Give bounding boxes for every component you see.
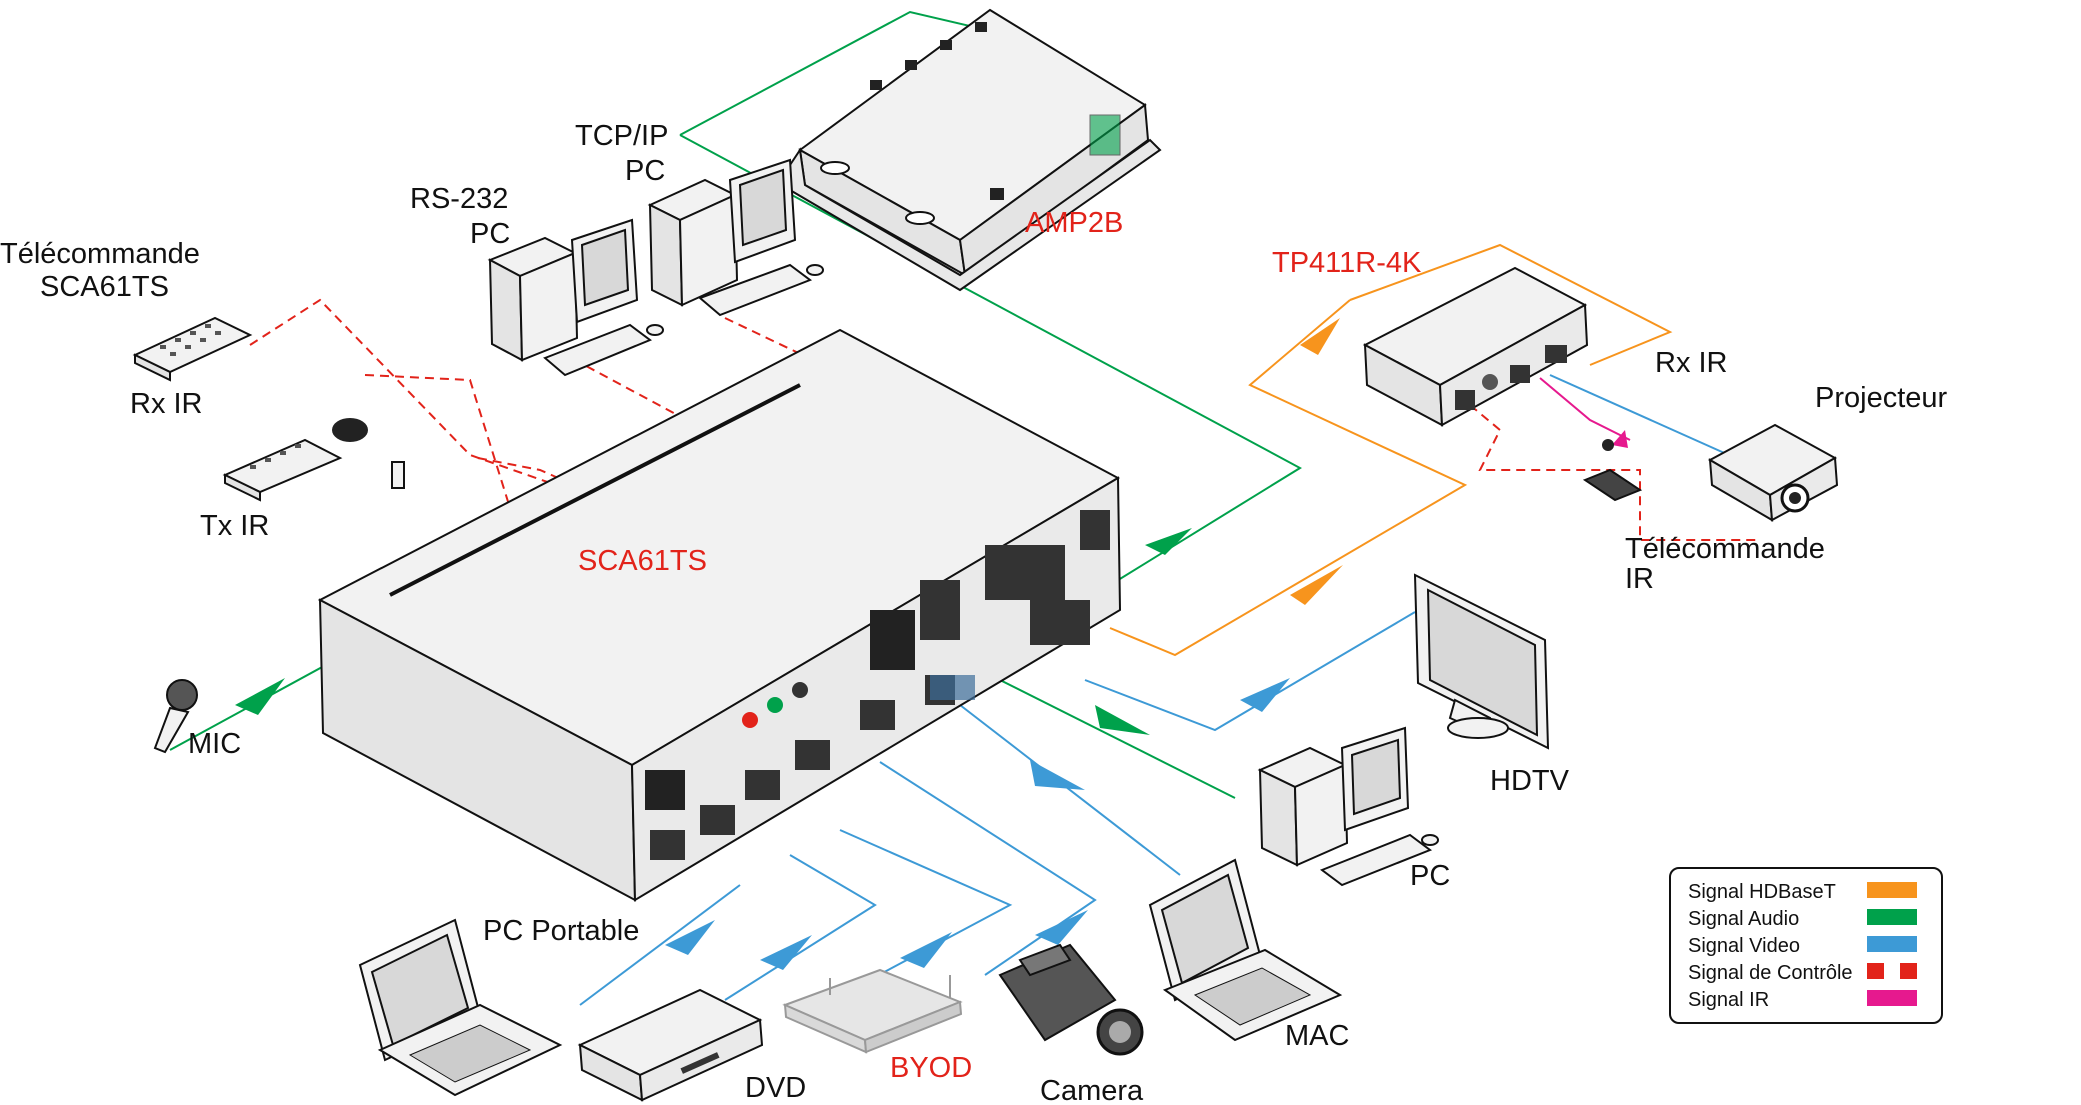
sca61ts-label: SCA61TS [578,545,707,577]
amp2b-device [789,8,1162,292]
hdtv-label: HDTV [1490,765,1570,797]
legend-item-ir: Signal IR [1688,989,1917,1011]
dvd-label: DVD [745,1072,806,1104]
legend-swatch-ir [1867,990,1917,1006]
tcpip-label-line1: TCP/IP [575,120,668,152]
video-arrow-byod [900,932,952,968]
mac-laptop [1148,858,1343,1042]
camera-label: Camera [1040,1075,1144,1105]
hdbaset-cable [1109,299,1468,657]
pc-label: PC [1410,860,1450,892]
byod-label: BYOD [890,1052,972,1084]
audio-arrow-mic [235,678,285,715]
video-cable-projector [1549,374,1741,461]
video-arrow-camera [1035,910,1088,945]
hdbaset-cables [1109,243,1673,657]
tp411r-label: TP411R-4K [1272,247,1422,279]
pc-right [1257,726,1439,887]
hdbaset-loop [1349,243,1673,366]
legend-label-video: Signal Video [1688,935,1800,957]
video-arrow-hdtv [1240,678,1290,712]
video-cable-camera [879,761,1097,976]
legend-item-control: Signal de Contrôle [1688,962,1917,984]
rs232-label-line1: RS-232 [410,183,508,215]
legend-item-video: Signal Video [1688,935,1917,957]
video-cable-mac [959,704,1181,876]
byod-device [782,968,963,1054]
legend-item-audio: Signal Audio [1688,908,1917,930]
video-cable-hdtv [1084,611,1416,732]
hdtv [1413,573,1550,750]
amp2b-label: AMP2B [1025,207,1123,239]
audio-cable-pc [999,679,1236,799]
hdbaset-arrow-upper [1300,318,1340,355]
legend-swatch-hdbaset [1867,882,1917,898]
tcpip-label-line2: PC [625,155,665,187]
ir-remote [1582,439,1643,502]
projector-label: Projecteur [1815,382,1948,414]
laptop-label: PC Portable [483,915,639,947]
tp411r-receiver [1362,266,1589,427]
control-cable-receiver [1469,404,1760,541]
rs232-pc [487,218,664,377]
video-arrow-laptop [665,920,715,955]
remote-label-line2: SCA61TS [40,271,169,303]
hdbaset-arrow-lower [1290,565,1343,605]
legend-swatch-control-a [1867,963,1884,979]
legend-item-hdbaset: Signal HDBaseT [1688,881,1917,903]
camera [998,943,1144,1056]
legend-label-hdbaset: Signal HDBaseT [1688,881,1836,903]
video-arrow-dvd [760,935,812,970]
tx-ir-label: Tx IR [200,510,269,542]
remote-ir-label-line1: Télécommande [1625,533,1825,565]
legend-swatch-audio [1867,909,1917,925]
ir-eye [332,418,368,442]
ir-arrow [1612,430,1628,448]
ir-cable [1539,377,1631,441]
rx-ir-right-label: Rx IR [1655,347,1728,379]
dvd-player [577,988,764,1102]
laptop [358,918,563,1097]
legend-box [1669,867,1943,1024]
microphone [153,679,198,754]
projector [1707,423,1839,522]
ir-dongle [391,461,405,489]
video-cable-dvd [724,854,877,1001]
audio-arrow-main [1145,528,1192,555]
legend: Signal HDBaseT Signal Audio Signal Video… [1669,867,1943,1024]
mic-label: MIC [188,728,241,760]
legend-label-control: Signal de Contrôle [1688,962,1853,984]
remote-ir-label-line2: IR [1625,563,1654,595]
sca61ts-main-unit [317,328,1122,902]
video-cable-laptop [579,884,741,1006]
tx-ir-remote [222,418,405,502]
rx-ir-left-label: Rx IR [130,388,203,420]
video-arrow-mac [1030,760,1085,790]
tcpip-pc [647,158,824,317]
mac-label: MAC [1285,1020,1349,1052]
audio-arrow-pc [1095,705,1150,735]
legend-label-ir: Signal IR [1688,989,1769,1011]
remote-sca61ts [132,316,253,382]
rs232-label-line2: PC [470,218,510,250]
legend-swatch-control-b [1900,963,1917,979]
video-cables [579,374,1741,1006]
legend-swatch-video [1867,936,1917,952]
remote-label-line1: Télécommande [0,238,200,270]
legend-label-audio: Signal Audio [1688,908,1799,930]
